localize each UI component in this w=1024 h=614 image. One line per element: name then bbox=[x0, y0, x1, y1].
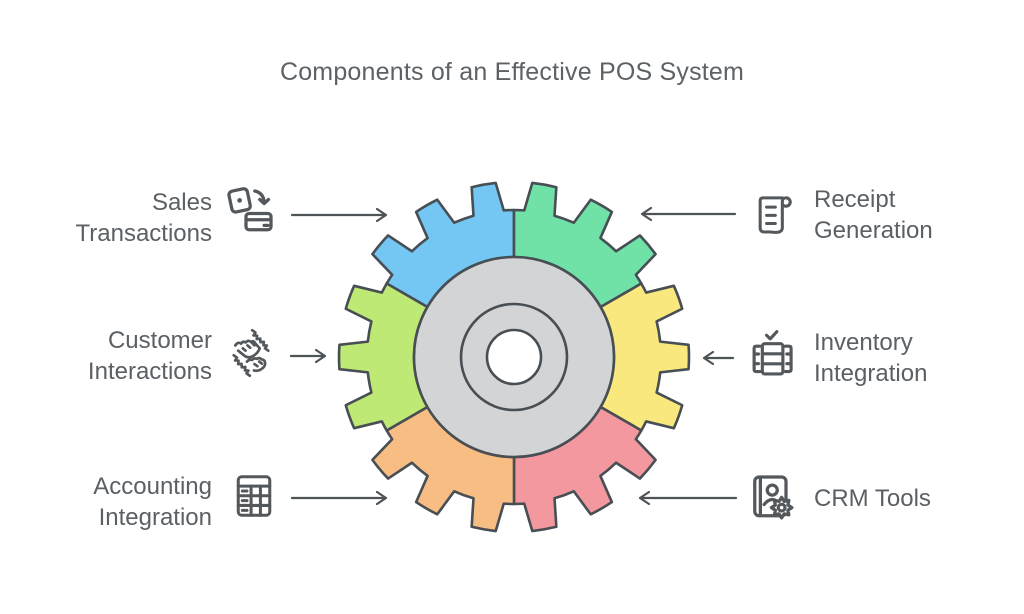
spreadsheet-icon bbox=[226, 468, 282, 524]
label-line: Sales bbox=[151, 189, 212, 216]
handshake-icon bbox=[223, 325, 279, 381]
label-line: Inventory bbox=[814, 329, 913, 356]
gear-hub-hole bbox=[485, 328, 543, 386]
label-line: CRM Tools bbox=[814, 485, 931, 512]
contacts-gear-icon bbox=[741, 467, 801, 527]
label-line: Integration bbox=[98, 504, 212, 531]
label-line: Customer bbox=[107, 327, 212, 354]
arrow-accounting-to-gear bbox=[290, 490, 388, 506]
label-accounting-integration: Accounting Integration bbox=[93, 471, 212, 533]
arrow-customer-to-gear bbox=[289, 348, 327, 364]
label-receipt-generation: Receipt Generation bbox=[814, 184, 933, 246]
label-line: Generation bbox=[814, 217, 933, 244]
payment-card-icon bbox=[221, 181, 281, 241]
label-line: Receipt bbox=[814, 186, 896, 213]
label-line: Interactions bbox=[87, 358, 212, 385]
label-crm-tools: CRM Tools bbox=[814, 483, 931, 514]
arrow-sales-to-gear bbox=[290, 207, 388, 223]
receipt-icon bbox=[745, 185, 801, 241]
label-sales-transactions: Sales Transactions bbox=[76, 187, 213, 249]
gear-hub-ring bbox=[459, 302, 569, 412]
label-line: Integration bbox=[814, 360, 928, 387]
label-line: Transactions bbox=[75, 220, 213, 247]
page-title: Components of an Effective POS System bbox=[279, 58, 745, 86]
label-customer-interactions: Customer Interactions bbox=[88, 325, 212, 387]
inventory-icon bbox=[743, 325, 801, 383]
label-inventory-integration: Inventory Integration bbox=[814, 327, 927, 389]
arrows bbox=[289, 206, 738, 506]
arrow-crm-to-gear bbox=[638, 490, 738, 506]
label-line: Accounting bbox=[93, 473, 212, 500]
gear-graphic bbox=[337, 181, 691, 533]
arrow-receipt-to-gear bbox=[640, 206, 737, 222]
arrow-inventory-to-gear bbox=[702, 350, 735, 366]
